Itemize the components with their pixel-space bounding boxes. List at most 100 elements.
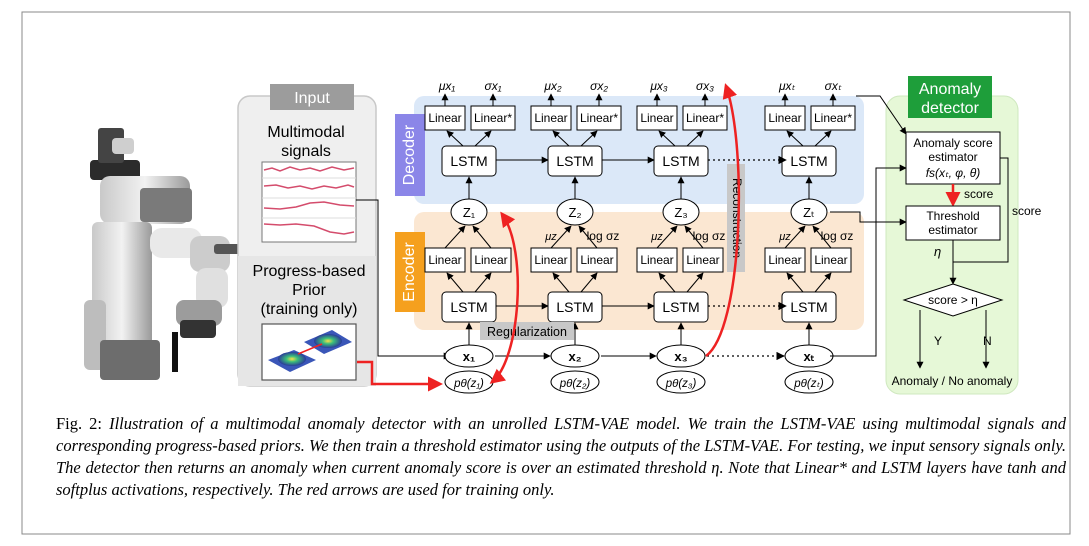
encoder-mu-to-z-3: [656, 225, 678, 249]
input-header: [270, 84, 354, 110]
latent-z-label-2: Z₂: [569, 205, 582, 220]
encoder-sigma-to-z-4: [812, 225, 832, 249]
decoder-linear-star-box-3: [682, 105, 728, 131]
decoder-lstm-label-4: LSTM: [790, 153, 827, 169]
multimodal-signals-plot: [261, 161, 357, 243]
decoder-linear-box-3: [636, 105, 678, 131]
decision-diamond: [902, 283, 1004, 317]
score-label-inner: score: [964, 187, 994, 201]
log-sigma-z-label-2: log σz: [587, 229, 620, 243]
reconstruction-label: Reconstruction: [730, 178, 744, 258]
encoder-lstm-label-3: LSTM: [662, 299, 699, 315]
signals-label-line1: Multimodal: [267, 124, 344, 141]
decoder-lstm-label-2: LSTM: [556, 153, 593, 169]
input-x-label-1: x₁: [463, 349, 476, 364]
decoder-linear-star-label-4: Linear*: [814, 111, 852, 125]
decoder-lstm-to-linearstar-1: [474, 130, 492, 147]
latent-z-label-4: Zₜ: [803, 205, 815, 220]
mu-z-label-4: μz: [778, 231, 791, 243]
sigma-x-label-2: σx₂: [590, 79, 608, 93]
encoder-mu-to-z-2: [550, 225, 572, 249]
encoder-lstm-to-linear-sigma-3: [686, 272, 704, 293]
sigma-x-label-4: σxₜ: [825, 79, 842, 93]
prior-label-1: pθ(z₁): [453, 378, 484, 390]
score-side-line: [953, 157, 1009, 263]
encoder-linear-mu-label-3: Linear: [640, 253, 673, 267]
prior-to-p1-arrow: [357, 360, 443, 392]
reconstruction-arrow: [705, 83, 741, 358]
detector-title-line2: detector: [921, 100, 979, 117]
mu-z-label-3: μz: [650, 231, 663, 243]
log-sigma-z-label-4: log σz: [821, 229, 854, 243]
sigma-x-label-3: σx₃: [696, 79, 714, 93]
encoder-tag-label: Encoder: [401, 242, 418, 302]
decoder-tag-label: Decoder: [401, 124, 418, 185]
encoder-lstm-to-linear-mu-1: [446, 272, 464, 293]
encoder-linear-mu-box-3: [636, 247, 678, 273]
prior-node-3: [656, 370, 706, 394]
encoder-lstm-to-linear-mu-3: [658, 272, 676, 293]
encoder-linear-mu-box-4: [764, 247, 806, 273]
decoder-linear-box-1: [424, 105, 466, 131]
xt-to-score-line: [830, 164, 907, 357]
mu-x-label-2: μx₂: [543, 79, 562, 93]
sigma-x-label-1: σx₁: [484, 79, 501, 93]
decoder-linear-label-3: Linear: [640, 111, 673, 125]
decoder-linear-star-box-1: [470, 105, 516, 131]
prior-label-3: pθ(z₃): [665, 378, 697, 390]
eta-label: η: [934, 244, 941, 259]
decoder-tag: [395, 114, 425, 196]
decoder-region: [414, 96, 864, 204]
encoder-sigma-to-z-2: [578, 225, 598, 249]
encoder-linear-mu-box-2: [530, 247, 572, 273]
prior-node-2: [550, 370, 600, 394]
decoder-lstm-to-linear-2: [552, 130, 570, 147]
mu-x-label-1: μx₁: [438, 79, 456, 93]
detector-title-line1: Anomaly: [919, 81, 981, 98]
figure-caption: Fig. 2: Illustration of a multimodal ano…: [56, 413, 1066, 501]
encoder-lstm-label-1: LSTM: [450, 299, 487, 315]
signal-to-x1-line: [356, 199, 451, 360]
encoder-lstm-to-linear-sigma-2: [580, 272, 598, 293]
encoder-mu-to-z-1: [444, 225, 466, 249]
decoder-linear-label-2: Linear: [534, 111, 567, 125]
progress-prior-plot: [261, 323, 357, 381]
decoder-linear-star-label-3: Linear*: [686, 111, 724, 125]
encoder-lstm-to-linear-sigma-4: [814, 272, 832, 293]
prior-label-4: pθ(zₜ): [793, 378, 824, 390]
prior-label-line2: Prior: [292, 282, 326, 299]
regularization-arrow: [489, 211, 520, 384]
input-x-label-3: x₃: [674, 349, 687, 364]
encoder-linear-mu-label-4: Linear: [768, 253, 801, 267]
latent-z-label-1: Z₁: [463, 205, 476, 220]
regularization-label: Regularization: [487, 325, 567, 339]
decoder-lstm-to-linearstar-2: [580, 130, 598, 147]
score-estimator-line2: estimator: [928, 150, 977, 164]
encoder-linear-mu-label-1: Linear: [428, 253, 461, 267]
mu-x-label-4: μxₜ: [778, 79, 796, 93]
encoder-lstm-to-linear-mu-4: [786, 272, 804, 293]
no-label: N: [983, 334, 992, 348]
log-sigma-z-label-3: log σz: [693, 229, 726, 243]
threshold-line2: estimator: [928, 223, 977, 237]
decoder-linear-box-2: [530, 105, 572, 131]
encoder-sigma-to-z-1: [472, 225, 492, 249]
decision-label: score > η: [928, 293, 978, 307]
threshold-line1: Threshold: [926, 209, 979, 223]
encoder-lstm-label-4: LSTM: [790, 299, 827, 315]
decoder-lstm-box-1: [441, 145, 497, 177]
decoder-linear-label-1: Linear: [428, 111, 461, 125]
decoder-lstm-label-3: LSTM: [662, 153, 699, 169]
prior-label-line1: Progress-based: [253, 263, 366, 280]
score-estimator-line1: Anomaly score: [913, 136, 993, 150]
pr2-robot-image: [84, 128, 244, 380]
signals-label-line2: signals: [281, 143, 331, 160]
prior-label-2: pθ(z₂): [559, 378, 591, 390]
input-panel: Input Multimodal signals Progress-based …: [237, 84, 377, 387]
decoder-linear-label-4: Linear: [768, 111, 801, 125]
decoder-lstm-to-linear-1: [446, 130, 464, 147]
result-label: Anomaly / No anomaly: [892, 374, 1013, 388]
encoder-mu-to-z-4: [784, 225, 806, 249]
input-x-label-4: xₜ: [803, 349, 814, 364]
